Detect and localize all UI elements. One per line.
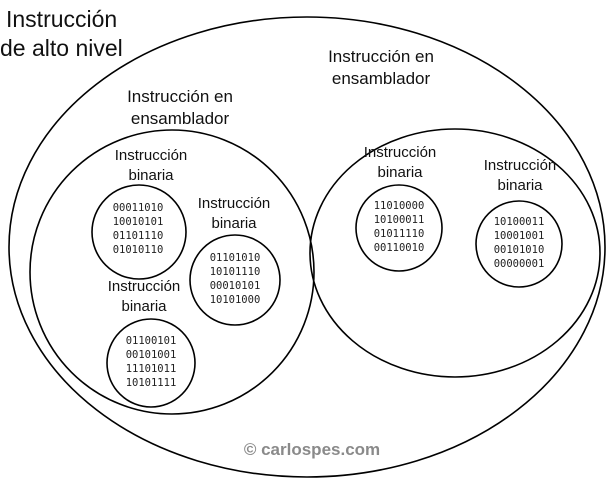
credit-watermark: © carlospes.com: [244, 440, 380, 459]
binary-left-c-bits-3: 11101011: [126, 363, 177, 375]
binary-left-b-bits-4: 10101000: [210, 294, 261, 306]
binary-left-a-label-line2: binaria: [128, 167, 174, 184]
binary-left-a-bits-4: 01010110: [113, 244, 164, 256]
binary-left-c-bits-4: 10101111: [126, 377, 177, 389]
binary-left-b-label-line1: Instrucción: [198, 195, 271, 212]
high-level-label-line2: de alto nivel: [0, 35, 123, 61]
binary-left-a-bits-3: 01101110: [113, 230, 164, 242]
binary-left-c-bits-2: 00101001: [126, 349, 177, 361]
assembly-right-label-line2: ensamblador: [332, 69, 431, 88]
assembly-left-label-line1: Instrucción en: [127, 87, 233, 106]
binary-left-c-label-line2: binaria: [121, 298, 167, 315]
binary-right-a-bits-3: 01011110: [374, 228, 425, 240]
assembly-left-label-line2: ensamblador: [131, 109, 230, 128]
binary-right-a-bits-1: 11010000: [374, 200, 425, 212]
binary-left-a-bits-2: 10010101: [113, 216, 164, 228]
binary-left-b-bits-3: 00010101: [210, 280, 261, 292]
binary-left-a-label-line1: Instrucción: [115, 147, 188, 164]
binary-left-a-circle: [91, 184, 187, 280]
binary-right-b-bits-4: 00000001: [494, 258, 545, 270]
binary-left-c-label-line1: Instrucción: [108, 278, 181, 295]
assembly-right-ellipse: [309, 128, 601, 378]
binary-left-b-circle: [189, 234, 281, 326]
binary-right-b-bits-3: 00101010: [494, 244, 545, 256]
binary-right-b-label-line1: Instrucción: [484, 157, 557, 174]
binary-right-a-bits-4: 00110010: [374, 242, 425, 254]
binary-right-b-bits-1: 10100011: [494, 216, 545, 228]
binary-right-a-label-line1: Instrucción: [364, 144, 437, 161]
binary-left-c-circle: [106, 318, 196, 408]
binary-right-b-label-line2: binaria: [497, 177, 543, 194]
binary-right-b-bits-2: 10001001: [494, 230, 545, 242]
binary-left-b-bits-2: 10101110: [210, 266, 261, 278]
assembly-right-label-line1: Instrucción en: [328, 47, 434, 66]
binary-right-a-label-line2: binaria: [377, 164, 423, 181]
binary-left-b-label-line2: binaria: [211, 215, 257, 232]
high-level-ellipse: [8, 16, 606, 478]
binary-left-b-bits-1: 01101010: [210, 252, 261, 264]
binary-right-b-circle: [475, 200, 563, 288]
assembly-left-circle: [29, 129, 315, 415]
binary-right-a-bits-2: 10100011: [374, 214, 425, 226]
binary-right-a-circle: [355, 184, 443, 272]
high-level-label-line1: Instrucción: [6, 6, 117, 32]
binary-left-a-bits-1: 00011010: [113, 202, 164, 214]
binary-left-c-bits-1: 01100101: [126, 335, 177, 347]
